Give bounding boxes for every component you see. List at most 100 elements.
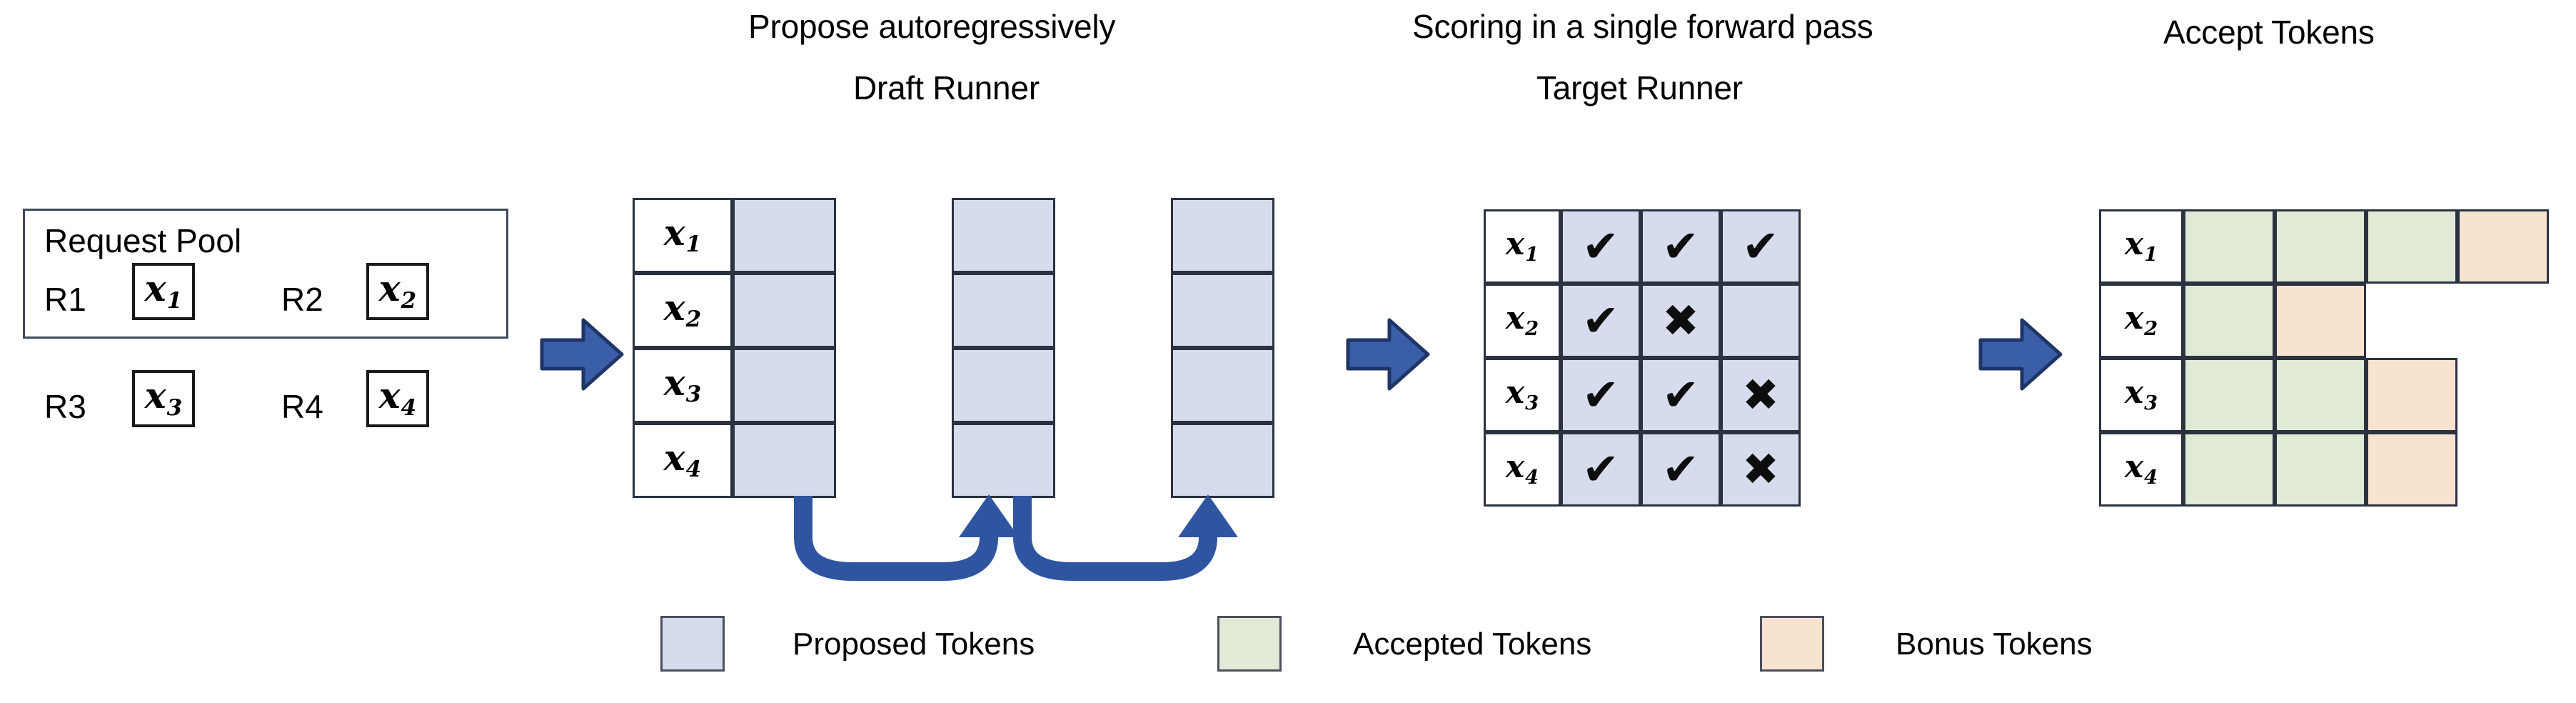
target-cell-r4-c3: ✖ <box>1721 432 1801 507</box>
accept-cell-r3-c1 <box>2183 358 2275 432</box>
token-label: x4 <box>378 374 417 421</box>
draft-row-label-2: x2 <box>633 273 733 348</box>
legend-swatch-bonus <box>1760 616 1824 672</box>
target-cell-r3-c2: ✔ <box>1641 358 1721 432</box>
check-icon: ✔ <box>1742 220 1779 272</box>
legend-swatch-proposed <box>660 616 725 672</box>
token-label: x3 <box>1505 374 1539 414</box>
accept-cell-r1-c3 <box>2366 209 2457 284</box>
draft-cell-s2-r2 <box>952 273 1055 348</box>
target-cell-r3-c3: ✖ <box>1721 358 1801 432</box>
cross-icon: ✖ <box>1742 369 1779 421</box>
draft-cell-s2-r1 <box>952 198 1055 273</box>
accept-cell-r3-c3 <box>2366 358 2457 432</box>
draft-cell-s3-r1 <box>1171 198 1274 273</box>
token-label: x2 <box>378 267 417 314</box>
draft-cell-s1-r4 <box>733 423 836 498</box>
target-runner-title: Target Runner <box>1536 69 1743 106</box>
cross-icon: ✖ <box>1742 443 1779 495</box>
target-row-label-1: x1 <box>1484 209 1561 284</box>
token-label: x1 <box>144 267 183 314</box>
target-cell-r2-c1: ✔ <box>1561 284 1641 358</box>
token-label: x2 <box>1505 300 1539 340</box>
target-cell-r3-c1: ✔ <box>1561 358 1641 432</box>
target-cell-r4-c2: ✔ <box>1641 432 1721 507</box>
check-icon: ✔ <box>1662 369 1699 421</box>
draft-cell-s3-r4 <box>1171 423 1274 498</box>
request-token-r1: x1 <box>132 263 195 320</box>
draft-runner-title: Draft Runner <box>853 69 1040 106</box>
autoregressive-loop-arrow-1 <box>794 494 1019 581</box>
draft-runner-caption: Propose autoregressively <box>748 8 1116 45</box>
accept-cell-r4-c1 <box>2183 432 2275 507</box>
accept-cell-r4-c3 <box>2366 432 2457 507</box>
draft-row-label-4: x4 <box>633 423 733 498</box>
legend-swatch-accepted <box>1217 616 1282 672</box>
request-token-r3: x3 <box>132 370 195 427</box>
legend-label-proposed: Proposed Tokens <box>793 627 1035 662</box>
accept-cell-r1-c2 <box>2275 209 2366 284</box>
draft-row-label-3: x3 <box>633 348 733 423</box>
check-icon: ✔ <box>1582 443 1619 495</box>
target-cell-r2-c2: ✖ <box>1641 284 1721 358</box>
token-label: x4 <box>2124 449 2158 489</box>
check-icon: ✔ <box>1582 294 1619 346</box>
check-icon: ✔ <box>1582 220 1619 272</box>
target-row-label-3: x3 <box>1484 358 1561 432</box>
accept-cell-r2-c2 <box>2275 284 2366 358</box>
target-cell-r1-c3: ✔ <box>1721 209 1801 284</box>
accept-row-label-4: x4 <box>2099 432 2183 507</box>
autoregressive-loop-arrow-2 <box>1013 494 1238 581</box>
accept-cell-r1-c1 <box>2183 209 2275 284</box>
request-label-r3: R3 <box>44 388 86 425</box>
flow-arrow-target-to-accept <box>1978 318 2063 391</box>
request-token-r4: x4 <box>366 370 429 427</box>
accept-tokens-title: Accept Tokens <box>2163 14 2375 51</box>
target-runner-caption: Scoring in a single forward pass <box>1412 8 1873 45</box>
request-label-r1: R1 <box>44 281 86 318</box>
target-cell-r2-c3 <box>1721 284 1801 358</box>
accept-cell-r4-c2 <box>2275 432 2366 507</box>
accept-row-label-3: x3 <box>2099 358 2183 432</box>
draft-cell-s1-r3 <box>733 348 836 423</box>
request-label-r2: R2 <box>281 281 323 318</box>
flow-arrow-pool-to-draft <box>540 318 624 391</box>
token-label: x3 <box>144 374 183 421</box>
token-label: x4 <box>1505 449 1539 489</box>
request-label-r4: R4 <box>281 388 323 425</box>
accept-row-label-1: x1 <box>2099 209 2183 284</box>
check-icon: ✔ <box>1582 369 1619 421</box>
token-label: x3 <box>663 361 702 408</box>
draft-cell-s3-r3 <box>1171 348 1274 423</box>
check-icon: ✔ <box>1662 220 1699 272</box>
check-icon: ✔ <box>1662 443 1699 495</box>
token-label: x3 <box>2124 374 2158 414</box>
accept-cell-r3-c2 <box>2275 358 2366 432</box>
legend-label-bonus: Bonus Tokens <box>1896 627 2093 662</box>
token-label: x1 <box>2124 226 2158 266</box>
accept-row-label-2: x2 <box>2099 284 2183 358</box>
draft-cell-s2-r4 <box>952 423 1055 498</box>
flow-arrow-draft-to-target <box>1346 318 1430 391</box>
target-cell-r1-c2: ✔ <box>1641 209 1721 284</box>
target-row-label-4: x4 <box>1484 432 1561 507</box>
draft-cell-s1-r1 <box>733 198 836 273</box>
request-pool-title: Request Pool <box>44 222 242 259</box>
request-token-r2: x2 <box>366 263 429 320</box>
draft-cell-s1-r2 <box>733 273 836 348</box>
draft-cell-s2-r3 <box>952 348 1055 423</box>
target-cell-r1-c1: ✔ <box>1561 209 1641 284</box>
draft-cell-s3-r2 <box>1171 273 1274 348</box>
target-cell-r4-c1: ✔ <box>1561 432 1641 507</box>
target-row-label-2: x2 <box>1484 284 1561 358</box>
legend-label-accepted: Accepted Tokens <box>1353 627 1592 662</box>
token-label: x2 <box>2124 300 2158 340</box>
token-label: x4 <box>663 436 702 483</box>
accept-cell-r1-c4 <box>2457 209 2549 284</box>
token-label: x1 <box>663 211 702 258</box>
accept-cell-r2-c1 <box>2183 284 2275 358</box>
token-label: x2 <box>663 286 702 333</box>
token-label: x1 <box>1505 226 1539 266</box>
cross-icon: ✖ <box>1662 294 1699 346</box>
